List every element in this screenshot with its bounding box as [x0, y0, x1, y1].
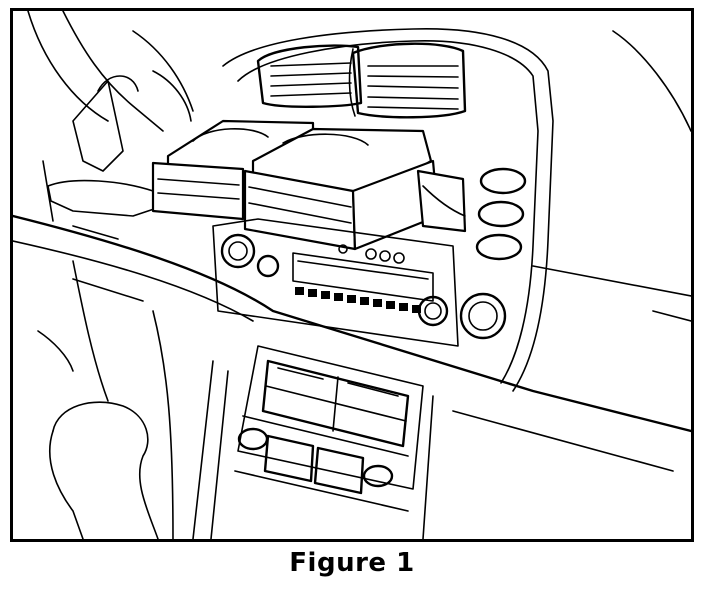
- gear-shift: [37, 260, 174, 539]
- hazard-buttons: [475, 167, 527, 261]
- steering-column: [27, 11, 194, 240]
- radio-unit: [212, 218, 507, 347]
- figure-frame: [10, 8, 694, 542]
- figure-caption: Figure 1: [289, 548, 415, 578]
- dashboard-outline: [13, 28, 691, 472]
- dashboard-line-drawing: [13, 11, 691, 539]
- climate-panel: [192, 345, 434, 539]
- cupholder-assembly: [151, 119, 467, 251]
- air-vents: [256, 42, 467, 119]
